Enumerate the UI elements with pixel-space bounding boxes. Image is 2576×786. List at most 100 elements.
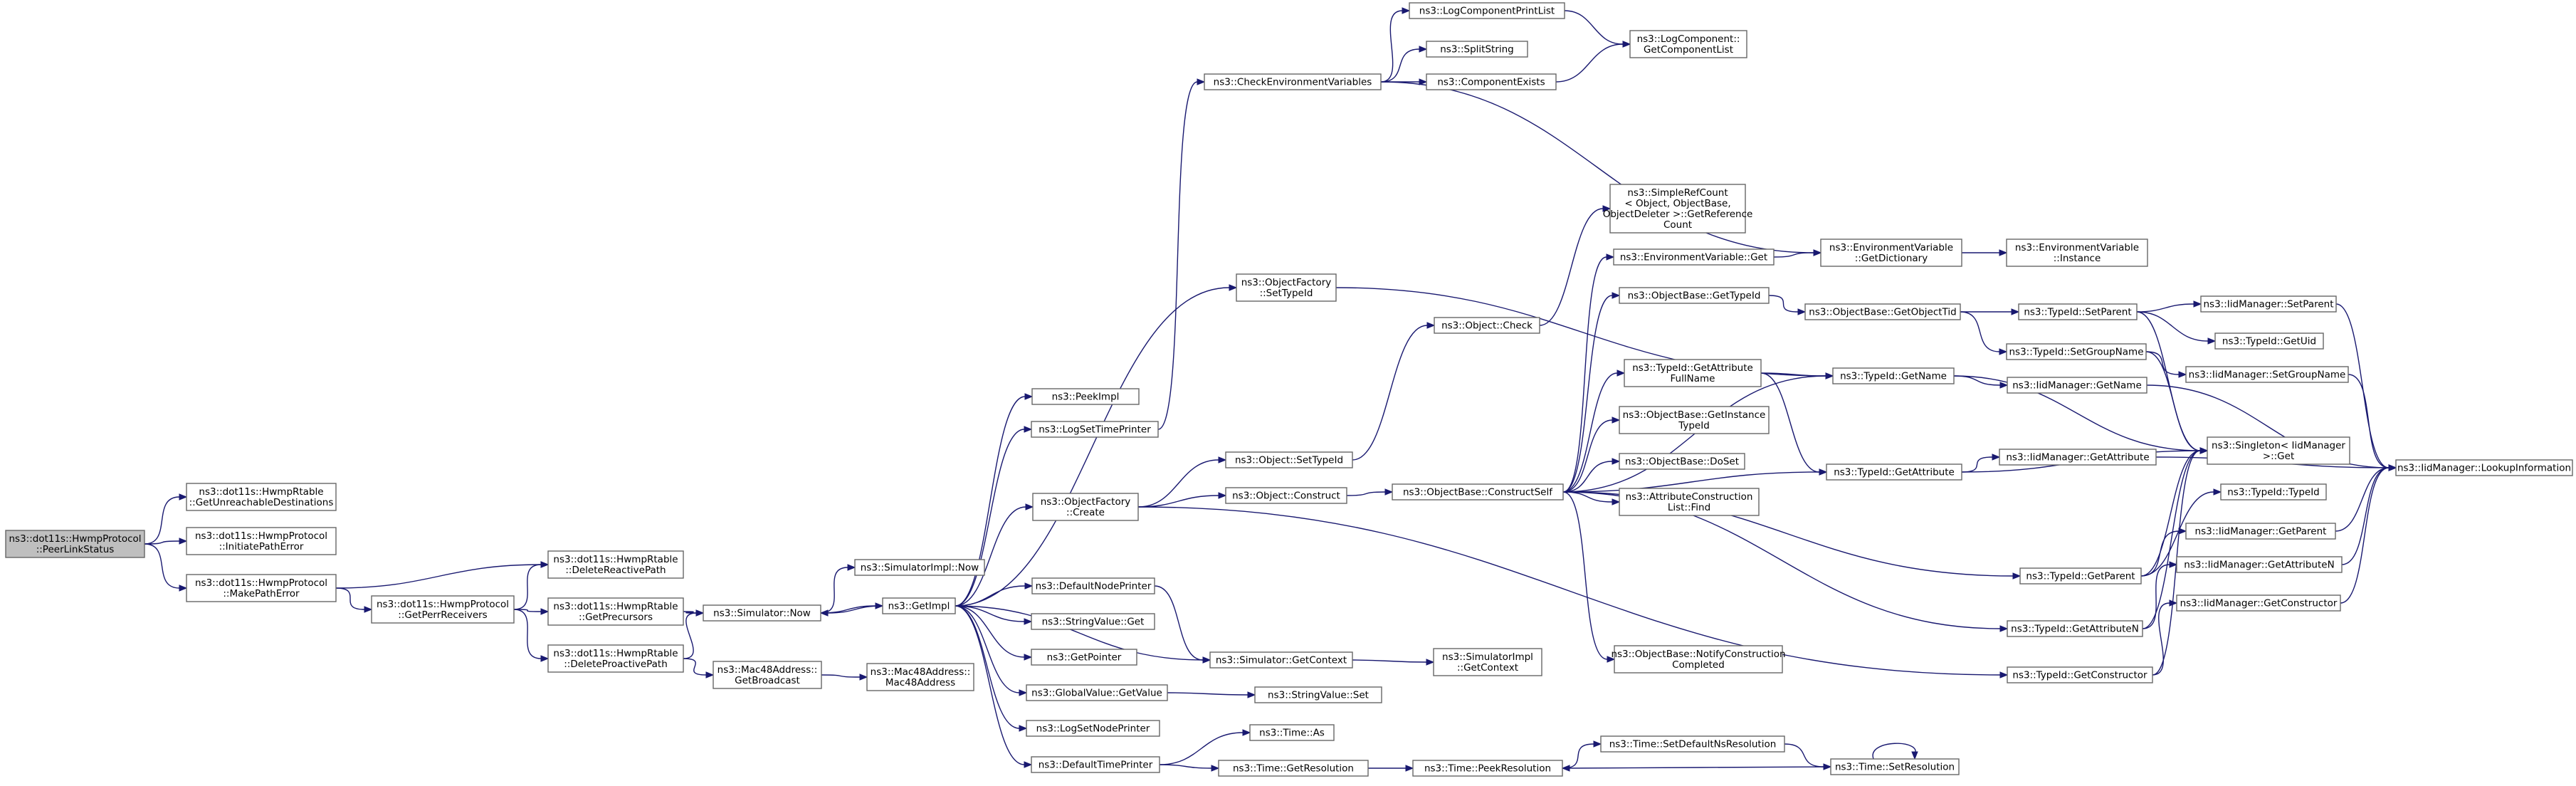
node-box	[547, 550, 684, 579]
node-envVarGet[interactable]: ns3::EnvironmentVariable::Get	[1613, 248, 1775, 266]
node-label: ::GetDictionary	[1855, 253, 1928, 264]
node-label: ns3::Mac48Address::	[871, 666, 971, 678]
node-label: ns3::LogSetNodePrinter	[1036, 723, 1150, 735]
node-label: ns3::SimulatorImpl	[1442, 651, 1533, 663]
node-objCheck[interactable]: ns3::Object::Check	[1434, 317, 1540, 334]
edge-tidSetGroupName-to-iidSetGroupName	[2145, 351, 2187, 378]
node-envVarGetDict[interactable]: ns3::EnvironmentVariable::GetDictionary	[1820, 239, 1962, 267]
node-gvGetValue[interactable]: ns3::GlobalValue::GetValue	[1026, 684, 1168, 701]
node-tidTypeId[interactable]: ns3::TypeId::TypeId	[2220, 483, 2327, 501]
node-objBaseNotify[interactable]: ns3::ObjectBase::NotifyConstructionCompl…	[1611, 645, 1786, 674]
node-objBaseConstructSelf[interactable]: ns3::ObjectBase::ConstructSelf	[1392, 483, 1564, 501]
edge-objBaseConstructSelf-to-objBaseGetInstTid	[1562, 416, 1621, 493]
node-strValGet[interactable]: ns3::StringValue::Get	[1031, 613, 1155, 630]
node-tidGetAttrN[interactable]: ns3::TypeId::GetAttributeN	[2007, 620, 2143, 637]
node-label: ns3::IidManager::GetAttribute	[2006, 452, 2149, 463]
node-compExists[interactable]: ns3::ComponentExists	[1426, 73, 1557, 90]
node-timeSetRes[interactable]: ns3::Time::SetResolution	[1830, 758, 1960, 775]
node-box	[854, 559, 985, 576]
node-timeGetRes[interactable]: ns3::Time::GetResolution	[1218, 760, 1369, 777]
node-getImpl[interactable]: ns3::GetImpl	[882, 597, 956, 614]
node-makePathErr[interactable]: ns3::dot11s::HwmpProtocol::MakePathError	[186, 574, 337, 602]
node-label: Count	[1663, 219, 1692, 231]
node-simGetCtx[interactable]: ns3::Simulator::GetContext	[1209, 651, 1353, 669]
node-iidSetParent[interactable]: ns3::IidManager::SetParent	[2200, 295, 2337, 313]
node-tidGetAttribute[interactable]: ns3::TypeId::GetAttribute	[1826, 463, 1962, 481]
edge-objBaseGetTid-to-objBaseGetOTid	[1768, 295, 1807, 315]
node-simpleRefCount[interactable]: ns3::SimpleRefCount< Object, ObjectBase,…	[1603, 184, 1753, 234]
node-getPrecursors[interactable]: ns3::dot11s::HwmpRtable::GetPrecursors	[547, 597, 684, 626]
node-iidSetGroupName[interactable]: ns3::IidManager::SetGroupName	[2185, 366, 2349, 383]
node-box	[2220, 483, 2327, 501]
node-tidGetUid[interactable]: ns3::TypeId::GetUid	[2214, 332, 2324, 350]
node-logSetNode[interactable]: ns3::LogSetNodePrinter	[1026, 720, 1160, 737]
node-defTimePrinter[interactable]: ns3::DefaultTimePrinter	[1031, 756, 1160, 773]
node-label: ::InitiatePathError	[219, 541, 304, 552]
node-iidGetAttrN[interactable]: ns3::IidManager::GetAttributeN	[2176, 556, 2343, 573]
node-iidLookup[interactable]: ns3::IidManager::LookupInformation	[2395, 459, 2573, 476]
node-checkEnv[interactable]: ns3::CheckEnvironmentVariables	[1204, 73, 1382, 90]
node-logCompGetList[interactable]: ns3::LogComponent::GetComponentList	[1629, 30, 1747, 58]
node-getPointer[interactable]: ns3::GetPointer	[1031, 649, 1137, 666]
node-delReactive[interactable]: ns3::dot11s::HwmpRtable::DeleteReactiveP…	[547, 550, 684, 579]
node-tidGetParent[interactable]: ns3::TypeId::GetParent	[2019, 567, 2142, 585]
node-objFactCreate[interactable]: ns3::ObjectFactory::Create	[1032, 493, 1139, 521]
node-timePeekRes[interactable]: ns3::Time::PeekResolution	[1412, 760, 1563, 777]
node-logSetTime[interactable]: ns3::LogSetTimePrinter	[1031, 421, 1159, 438]
node-getUnreach[interactable]: ns3::dot11s::HwmpRtable::GetUnreachableD…	[186, 483, 337, 511]
node-label: ns3::StringValue::Set	[1268, 690, 1369, 701]
node-defNodePrinter[interactable]: ns3::DefaultNodePrinter	[1031, 577, 1155, 594]
node-objBaseDoSet[interactable]: ns3::ObjectBase::DoSet	[1619, 453, 1745, 470]
node-label: ns3::EnvironmentVariable	[2015, 242, 2139, 253]
node-initPathErr[interactable]: ns3::dot11s::HwmpProtocol::InitiatePathE…	[186, 527, 337, 555]
node-label: ns3::Time::SetDefaultNsResolution	[1609, 739, 1777, 750]
node-box	[547, 597, 684, 626]
node-macGetBroadcast[interactable]: ns3::Mac48Address::GetBroadcast	[713, 661, 822, 689]
node-box	[1832, 367, 1955, 384]
node-delProactive[interactable]: ns3::dot11s::HwmpRtable::DeleteProactive…	[547, 644, 684, 673]
node-splitString[interactable]: ns3::SplitString	[1426, 41, 1528, 58]
node-simImplNow[interactable]: ns3::SimulatorImpl::Now	[854, 559, 985, 576]
node-timeSetDefNs[interactable]: ns3::Time::SetDefaultNsResolution	[1600, 735, 1785, 753]
edge-timeSetRes-to-timeSetRes	[1872, 743, 1918, 760]
node-tidGetName[interactable]: ns3::TypeId::GetName	[1832, 367, 1955, 384]
node-objBaseGetOTid[interactable]: ns3::ObjectBase::GetObjectTid	[1804, 303, 1961, 320]
node-box	[2200, 295, 2337, 313]
node-objConstruct[interactable]: ns3::Object::Construct	[1225, 487, 1347, 504]
node-simNow[interactable]: ns3::Simulator::Now	[703, 604, 821, 622]
node-peekImpl[interactable]: ns3::PeekImpl	[1031, 388, 1140, 405]
node-envVarInstance[interactable]: ns3::EnvironmentVariable::Instance	[2006, 239, 2148, 267]
node-singletonGet[interactable]: ns3::Singleton< IidManager>::Get	[2207, 436, 2350, 465]
node-iidGetAttribute[interactable]: ns3::IidManager::GetAttribute	[1999, 449, 2157, 466]
node-macCtor[interactable]: ns3::Mac48Address::Mac48Address	[866, 663, 974, 691]
node-box	[1026, 720, 1160, 737]
edge-root-to-makePathErr	[144, 543, 188, 592]
node-logCompPrint[interactable]: ns3::LogComponentPrintList	[1409, 2, 1565, 19]
node-strValSet[interactable]: ns3::StringValue::Set	[1254, 686, 1382, 703]
node-box	[2176, 594, 2341, 612]
node-box	[2006, 343, 2147, 360]
node-box	[1624, 359, 1762, 387]
node-tidSetParent[interactable]: ns3::TypeId::SetParent	[2018, 303, 2138, 320]
node-iidGetCtor[interactable]: ns3::IidManager::GetConstructor	[2176, 594, 2341, 612]
node-label: ns3::TypeId::GetAttribute	[1834, 467, 1955, 478]
node-simImplGetCtx[interactable]: ns3::SimulatorImpl::GetContext	[1433, 648, 1542, 676]
node-objBaseGetTid[interactable]: ns3::ObjectBase::GetTypeId	[1619, 287, 1770, 304]
node-timeAs[interactable]: ns3::Time::As	[1249, 724, 1335, 741]
node-label: ns3::DefaultNodePrinter	[1036, 581, 1152, 592]
node-getPerrRecv[interactable]: ns3::dot11s::HwmpProtocol::GetPerrReceiv…	[371, 595, 515, 624]
node-box	[547, 644, 684, 673]
node-label: ns3::dot11s::HwmpRtable	[199, 486, 323, 498]
node-tidGetCtor[interactable]: ns3::TypeId::GetConstructor	[2007, 666, 2153, 683]
node-root[interactable]: ns3::dot11s::HwmpProtocol::PeerLinkStatu…	[5, 530, 145, 558]
node-objFactSetTid[interactable]: ns3::ObjectFactory::SetTypeId	[1236, 273, 1337, 302]
node-label: ns3::GetImpl	[888, 601, 950, 612]
node-objSetTid[interactable]: ns3::Object::SetTypeId	[1225, 451, 1353, 468]
node-iidGetName[interactable]: ns3::IidManager::GetName	[2007, 377, 2147, 394]
node-box	[1830, 758, 1960, 775]
node-tidSetGroupName[interactable]: ns3::TypeId::SetGroupName	[2006, 343, 2147, 360]
node-iidGetParent[interactable]: ns3::IidManager::GetParent	[2185, 523, 2336, 540]
